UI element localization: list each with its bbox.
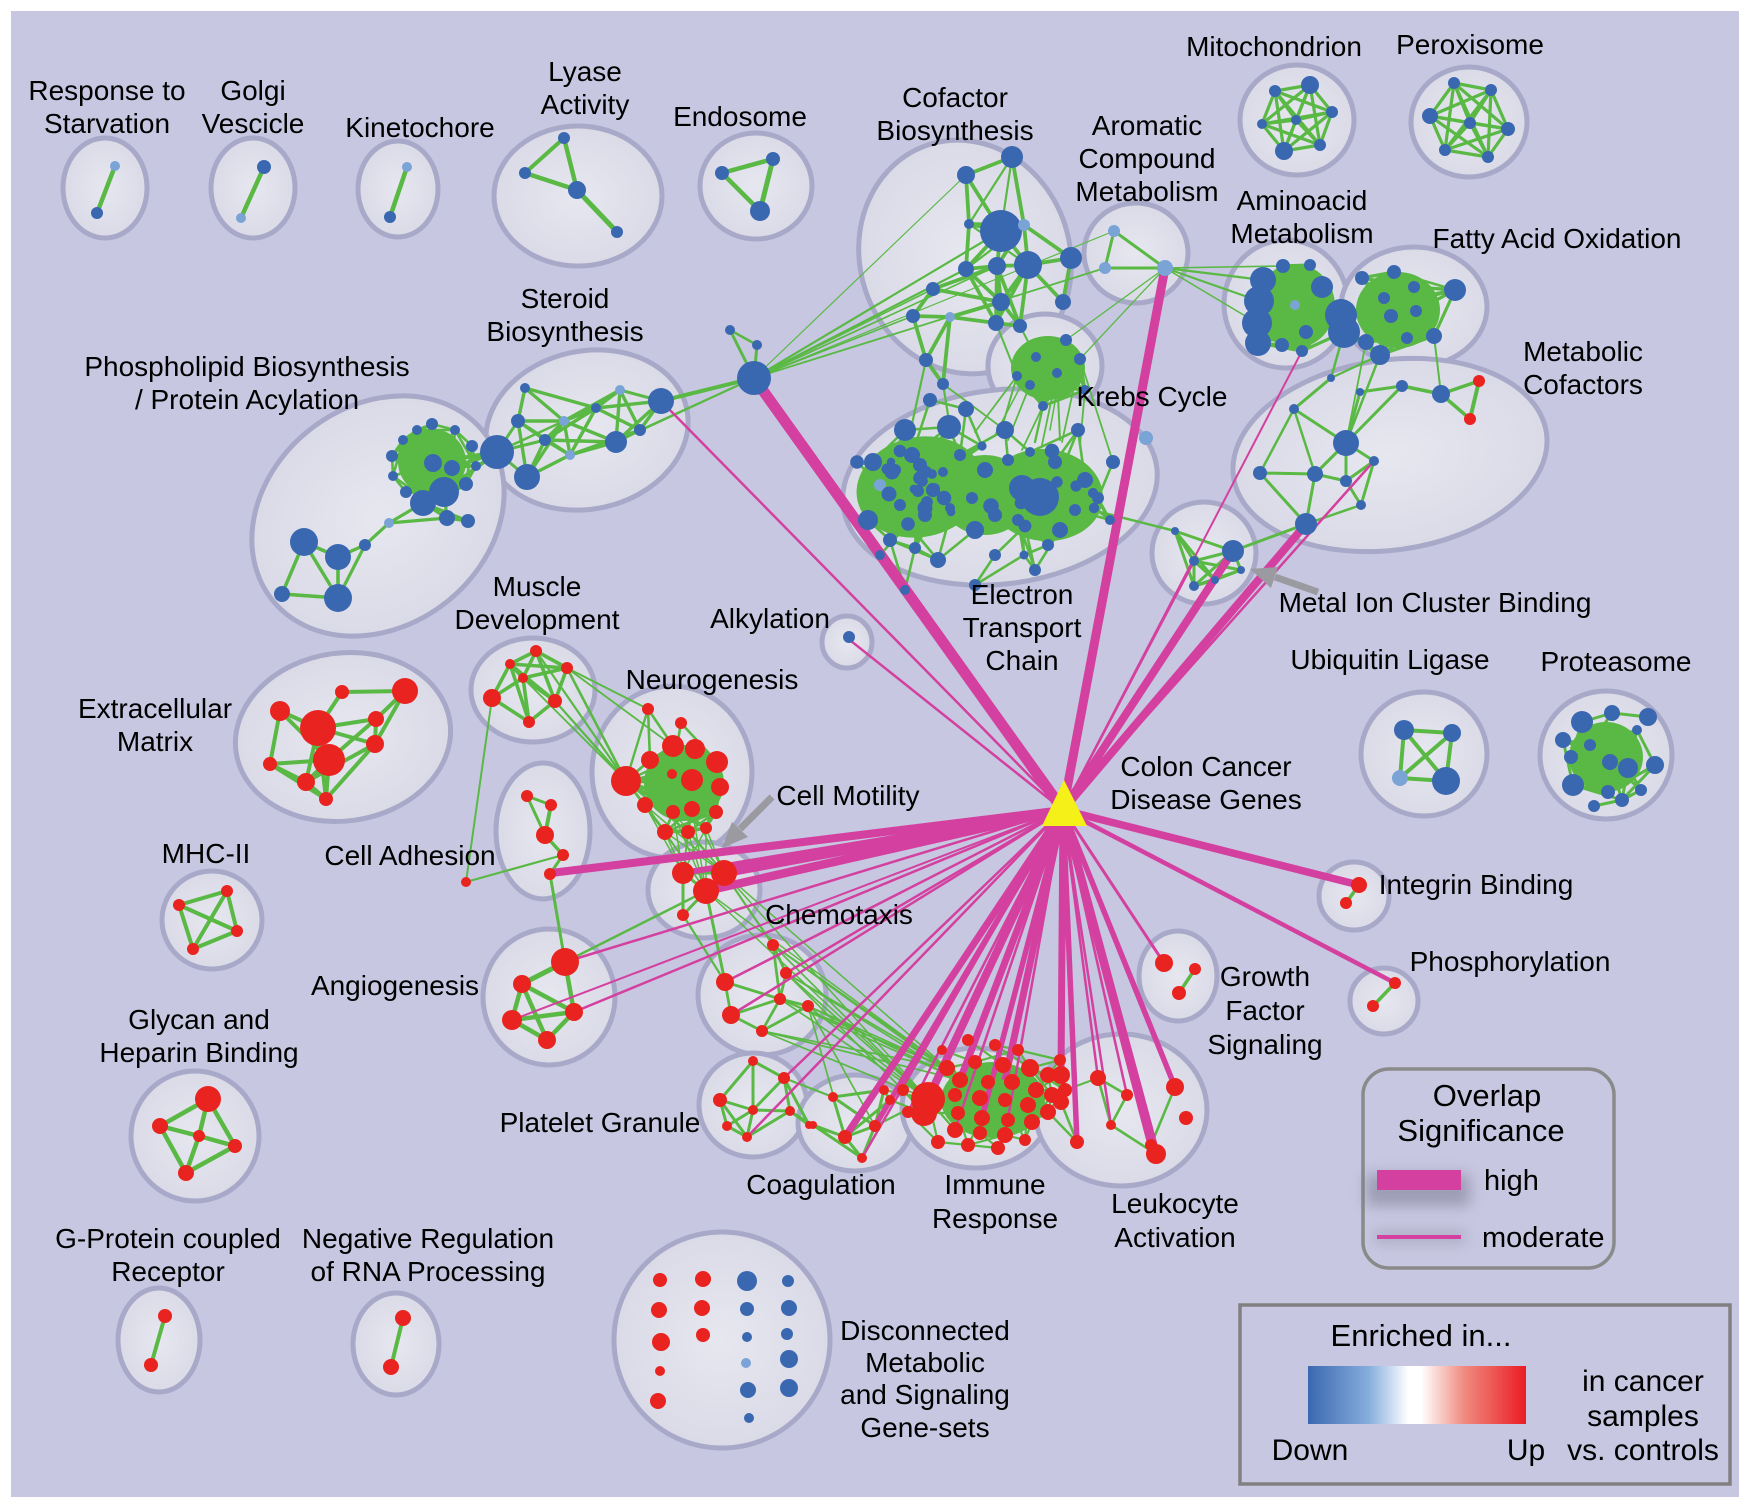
svg-text:Chain: Chain bbox=[985, 645, 1058, 676]
svg-text:Aromatic: Aromatic bbox=[1092, 110, 1202, 141]
svg-text:Lyase: Lyase bbox=[548, 56, 622, 87]
svg-text:Immune: Immune bbox=[944, 1169, 1045, 1200]
svg-text:Response to: Response to bbox=[28, 75, 185, 106]
svg-text:Transport: Transport bbox=[963, 612, 1082, 643]
svg-text:Muscle: Muscle bbox=[493, 571, 582, 602]
svg-text:/ Protein Acylation: / Protein Acylation bbox=[135, 384, 359, 415]
svg-text:Glycan and: Glycan and bbox=[128, 1004, 270, 1035]
svg-text:MHC-II: MHC-II bbox=[162, 838, 251, 869]
svg-text:Leukocyte: Leukocyte bbox=[1111, 1188, 1239, 1219]
svg-text:Metabolic: Metabolic bbox=[865, 1347, 985, 1378]
svg-text:Neurogenesis: Neurogenesis bbox=[626, 664, 799, 695]
svg-text:Gene-sets: Gene-sets bbox=[860, 1412, 989, 1443]
svg-text:high: high bbox=[1484, 1165, 1539, 1197]
svg-text:Signaling: Signaling bbox=[1207, 1029, 1322, 1060]
svg-text:Mitochondrion: Mitochondrion bbox=[1186, 31, 1362, 62]
svg-text:vs. controls: vs. controls bbox=[1567, 1434, 1719, 1467]
svg-text:Starvation: Starvation bbox=[44, 108, 170, 139]
svg-text:Phospholipid Biosynthesis: Phospholipid Biosynthesis bbox=[84, 351, 409, 382]
svg-text:Golgi: Golgi bbox=[220, 75, 285, 106]
svg-text:in cancer: in cancer bbox=[1582, 1365, 1704, 1398]
svg-text:G-Protein coupled: G-Protein coupled bbox=[55, 1223, 281, 1254]
svg-text:Ubiquitin Ligase: Ubiquitin Ligase bbox=[1290, 644, 1489, 675]
svg-text:Matrix: Matrix bbox=[117, 726, 193, 757]
svg-text:Cofactors: Cofactors bbox=[1523, 369, 1643, 400]
svg-text:Heparin Binding: Heparin Binding bbox=[99, 1037, 298, 1068]
svg-text:Growth: Growth bbox=[1220, 961, 1310, 992]
svg-text:Receptor: Receptor bbox=[111, 1256, 225, 1287]
svg-text:Enriched in...: Enriched in... bbox=[1331, 1318, 1512, 1353]
svg-text:Coagulation: Coagulation bbox=[746, 1169, 895, 1200]
svg-text:Up: Up bbox=[1507, 1434, 1545, 1467]
svg-text:Negative Regulation: Negative Regulation bbox=[302, 1223, 554, 1254]
svg-text:Phosphorylation: Phosphorylation bbox=[1410, 946, 1611, 977]
svg-text:Disease Genes: Disease Genes bbox=[1110, 784, 1301, 815]
svg-text:Activity: Activity bbox=[541, 89, 630, 120]
svg-text:Alkylation: Alkylation bbox=[710, 603, 830, 634]
svg-text:Integrin Binding: Integrin Binding bbox=[1379, 869, 1574, 900]
svg-text:Significance: Significance bbox=[1397, 1113, 1564, 1148]
svg-text:samples: samples bbox=[1587, 1400, 1699, 1433]
svg-text:Cell Motility: Cell Motility bbox=[776, 780, 919, 811]
svg-text:Biosynthesis: Biosynthesis bbox=[876, 115, 1033, 146]
svg-text:Endosome: Endosome bbox=[673, 101, 807, 132]
svg-text:Cell Adhesion: Cell Adhesion bbox=[324, 840, 495, 871]
svg-text:Aminoacid: Aminoacid bbox=[1237, 185, 1368, 216]
svg-text:Overlap: Overlap bbox=[1433, 1078, 1542, 1113]
svg-text:Platelet Granule: Platelet Granule bbox=[500, 1107, 701, 1138]
svg-text:Steroid: Steroid bbox=[521, 283, 610, 314]
svg-text:Extracellular: Extracellular bbox=[78, 693, 232, 724]
svg-text:Colon Cancer: Colon Cancer bbox=[1120, 751, 1291, 782]
svg-text:Disconnected: Disconnected bbox=[840, 1315, 1010, 1346]
svg-text:Metabolism: Metabolism bbox=[1230, 218, 1373, 249]
svg-text:Fatty Acid Oxidation: Fatty Acid Oxidation bbox=[1432, 223, 1681, 254]
svg-text:Metabolic: Metabolic bbox=[1523, 336, 1643, 367]
svg-text:Angiogenesis: Angiogenesis bbox=[311, 970, 479, 1001]
svg-text:Factor: Factor bbox=[1225, 995, 1304, 1026]
svg-text:Metabolism: Metabolism bbox=[1075, 176, 1218, 207]
svg-text:Kinetochore: Kinetochore bbox=[345, 112, 494, 143]
svg-text:Vescicle: Vescicle bbox=[202, 108, 305, 139]
svg-text:Development: Development bbox=[455, 604, 620, 635]
svg-text:Proteasome: Proteasome bbox=[1541, 646, 1692, 677]
svg-text:Electron: Electron bbox=[971, 579, 1074, 610]
svg-text:Activation: Activation bbox=[1114, 1222, 1235, 1253]
svg-text:Metal Ion Cluster Binding: Metal Ion Cluster Binding bbox=[1279, 587, 1592, 618]
svg-text:Response: Response bbox=[932, 1203, 1058, 1234]
svg-text:Cofactor: Cofactor bbox=[902, 82, 1008, 113]
svg-text:Down: Down bbox=[1272, 1434, 1349, 1467]
svg-text:moderate: moderate bbox=[1482, 1222, 1605, 1254]
svg-text:and Signaling: and Signaling bbox=[840, 1379, 1010, 1410]
svg-text:Biosynthesis: Biosynthesis bbox=[486, 316, 643, 347]
svg-text:of RNA Processing: of RNA Processing bbox=[311, 1256, 546, 1287]
svg-text:Peroxisome: Peroxisome bbox=[1396, 29, 1544, 60]
svg-text:Compound: Compound bbox=[1079, 143, 1216, 174]
svg-text:Krebs Cycle: Krebs Cycle bbox=[1077, 381, 1228, 412]
svg-text:Chemotaxis: Chemotaxis bbox=[765, 899, 913, 930]
